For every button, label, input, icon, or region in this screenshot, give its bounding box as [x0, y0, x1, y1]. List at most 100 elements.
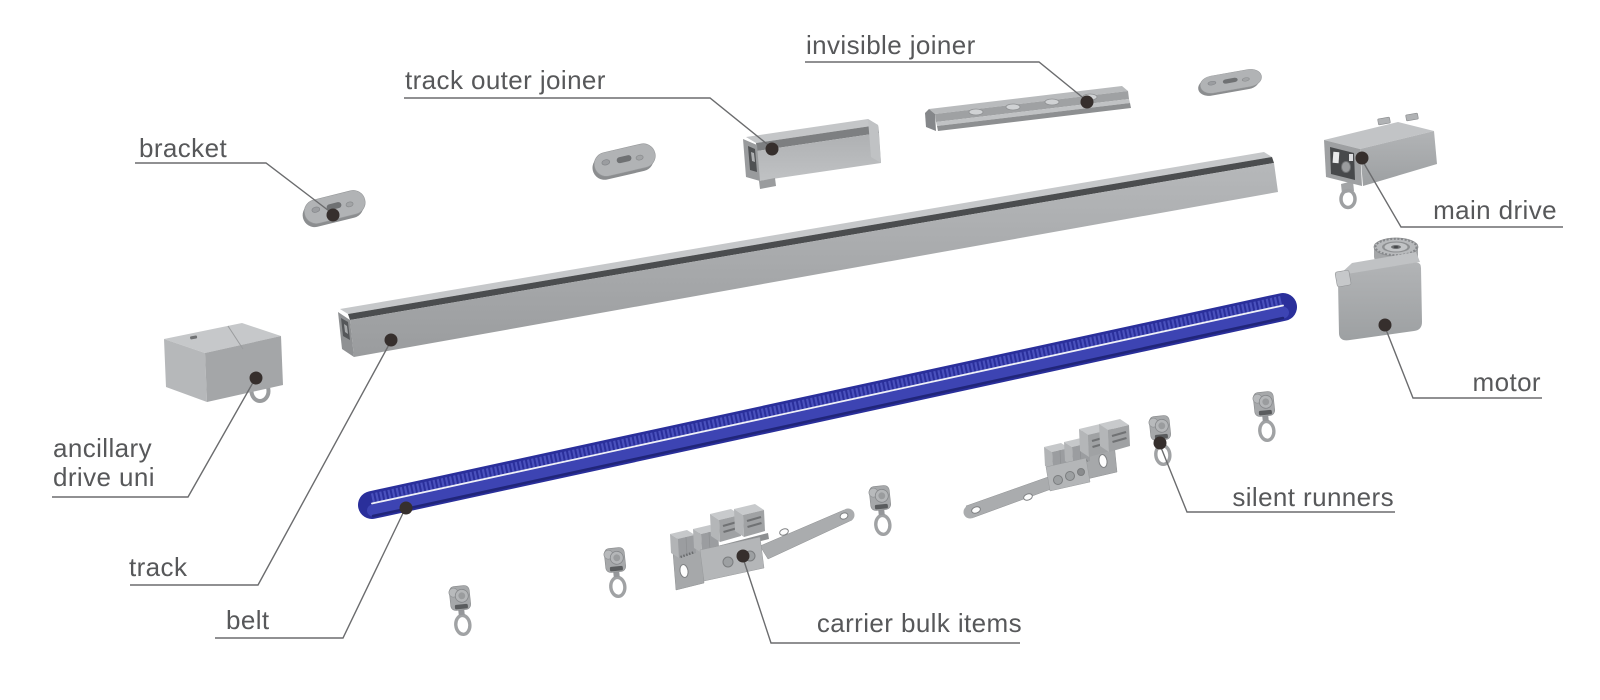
main-drive-top-face [1324, 122, 1434, 149]
label-motor: motor [1378, 318, 1542, 399]
bracket-label: bracket [139, 133, 227, 163]
carrier1-block-4 [732, 502, 767, 539]
belt-leader-line [215, 508, 406, 639]
track-front-face [350, 163, 1278, 357]
carrier2-arm-hole-2 [1023, 493, 1033, 501]
part-motor [1334, 237, 1422, 341]
carrier2-arm-hole-1 [971, 506, 981, 514]
label-carrier-bulk-items: carrier bulk items [736, 549, 1022, 644]
invisible-joiner-label: invisible joiner [806, 30, 976, 60]
track-leader-line [130, 340, 392, 586]
main-drive-clip-2 [1405, 112, 1419, 122]
label-ancillary-drive-unit: ancillary drive uni [52, 371, 263, 498]
carrier2-screw-3 [1077, 468, 1085, 476]
ancillary-leader-line [52, 378, 256, 498]
carrier-bulk-items-leader-line [742, 557, 1020, 644]
bracket-leader-dot [326, 208, 340, 222]
strip-front-face [935, 91, 1129, 122]
belt-leader-dot [399, 501, 413, 515]
invisible-joiner-leader-dot [1080, 95, 1094, 109]
silent-runner-2 [601, 545, 631, 600]
carrier-bulk-items-label: carrier bulk items [817, 608, 1022, 638]
carrier1-arm [759, 509, 853, 560]
ancillary-front-face [164, 339, 207, 402]
silent-runners-label: silent runners [1232, 482, 1394, 512]
joiner-right-end [868, 119, 881, 163]
carrier1-plate-hole [679, 564, 689, 578]
strip-lower-flange [936, 99, 1130, 126]
carrier2-screw-1 [1053, 475, 1063, 485]
main-drive-leader-dot [1355, 151, 1369, 165]
track-outer-joiner-leader-dot [765, 142, 779, 156]
main-drive-front-face [1360, 131, 1437, 186]
motor-front-face [1337, 262, 1422, 341]
bracket-leader-line [135, 162, 334, 215]
carrier1-arm-hole-1 [779, 528, 789, 536]
main-drive-recess-card [1332, 151, 1340, 164]
motor-label: motor [1473, 367, 1541, 397]
main-drive-hook-ring [1339, 188, 1357, 210]
belt-bottom-shade [371, 316, 1285, 518]
track-outer-joiner-leader-line [404, 97, 773, 149]
joiner-lip-shadow [756, 125, 879, 151]
label-bracket: bracket [135, 133, 340, 222]
part-track-outer-joiner [743, 119, 881, 189]
invisible-joiner-leader-line [805, 61, 1088, 102]
part-carrier-2 [963, 417, 1132, 519]
ancillary-label-line1: ancillary [53, 433, 152, 463]
strip-end-cap [925, 109, 936, 131]
track-groove [348, 157, 1274, 320]
carrier-bulk-items-leader-dot [736, 549, 750, 563]
label-track: track [129, 333, 398, 586]
carrier1-block-1 [668, 528, 698, 560]
carrier2-screw-2 [1065, 471, 1075, 481]
track-outer-joiner-label: track outer joiner [405, 65, 606, 95]
track-leader-dot [384, 333, 398, 347]
part-silent-runners [446, 389, 1280, 638]
strip-boss-3 [1044, 98, 1060, 106]
motor-turret-ribs [1374, 237, 1418, 257]
ancillary-top-face [164, 323, 281, 353]
ancillary-label-line2: drive uni [53, 462, 155, 492]
motor-leader-line [1384, 326, 1542, 399]
ancillary-side-face [205, 336, 283, 402]
belt-highlight-line [371, 304, 1284, 505]
part-invisible-joiner [925, 86, 1131, 131]
carrier2-plate-hole [1098, 454, 1108, 468]
part-ancillary-drive-unit [164, 323, 283, 403]
silent-runner-3 [866, 483, 896, 538]
motor-leader-dot [1378, 318, 1392, 332]
main-drive-label: main drive [1433, 195, 1557, 225]
part-main-drive [1324, 112, 1437, 210]
ancillary-top-mark [190, 335, 198, 340]
silent-runner-1 [446, 583, 476, 638]
track-label: track [129, 552, 188, 582]
label-silent-runners: silent runners [1153, 436, 1395, 513]
silent-runners-leader-dot [1153, 436, 1167, 450]
label-belt: belt [215, 501, 413, 639]
ancillary-top-seam [227, 325, 244, 350]
part-carrier-1 [668, 502, 855, 591]
main-drive-leader-line [1361, 159, 1563, 228]
part-belt [358, 293, 1297, 519]
motor-turret-center [1393, 246, 1399, 248]
joiner-top-face [746, 119, 878, 143]
strip-bottom-edge [937, 103, 1131, 131]
silent-runners-leader-line [1159, 444, 1395, 513]
belt-label: belt [226, 605, 270, 635]
carrier1-screw-1 [722, 556, 734, 568]
part-track [338, 152, 1278, 357]
strip-boss-1 [968, 108, 984, 116]
motor-clip-tab [1334, 269, 1352, 288]
part-bracket-3 [1195, 66, 1264, 99]
carrier1-arm-hole-2 [839, 512, 849, 520]
track-end-channel-inner [344, 324, 348, 334]
motor-top-face [1338, 252, 1420, 276]
ancillary-leader-dot [249, 371, 263, 385]
belt-front-face [367, 306, 1289, 517]
part-bracket-2 [588, 140, 659, 183]
label-main-drive: main drive [1355, 151, 1563, 228]
track-top-face [340, 152, 1272, 314]
